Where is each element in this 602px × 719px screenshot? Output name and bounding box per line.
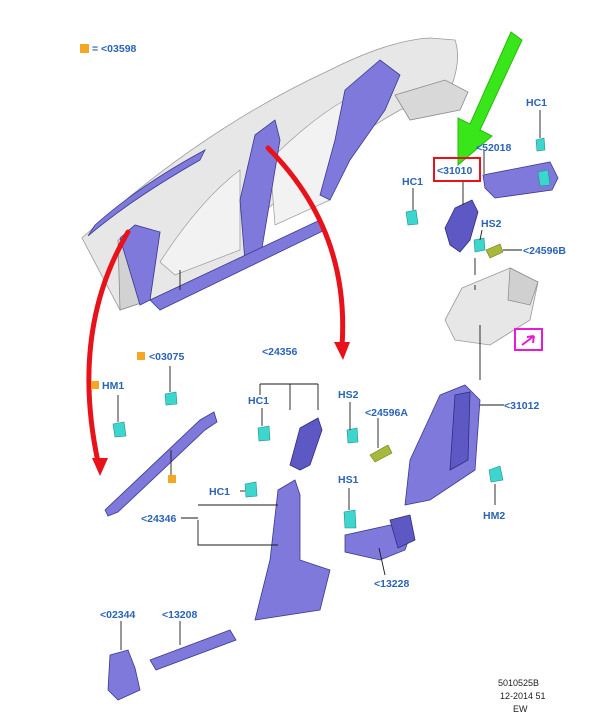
part-31012 [404,384,481,506]
clip-hm2 [488,465,504,483]
red-arrow-left [86,229,131,476]
legend-square-icon [80,44,89,53]
highlight-box-31010 [433,157,481,182]
clip-hs2-mid [346,427,359,444]
clip-hc1-left [405,209,419,226]
label-52018: <52018 [476,142,511,154]
clip-hs1 [343,509,357,529]
clip-hs2-top [473,237,486,253]
label-hm1: HM1 [102,380,124,392]
part-13228 [344,514,416,561]
pad-24596b [485,243,504,259]
label-31012: <31012 [504,400,539,412]
label-24346: <24346 [141,513,176,525]
clip-03075 [164,391,178,406]
part-24346 [254,479,331,621]
label-hc1-mid: HC1 [248,395,269,407]
marker-square-bottom [168,475,176,483]
part-02344 [107,649,141,701]
label-hc1-left: HC1 [402,176,423,188]
magenta-callout-arrow-icon [521,335,535,346]
label-13228: <13228 [374,578,409,590]
part-24356 [289,417,323,471]
label-03075: <03075 [149,351,184,363]
body-frame [81,37,469,311]
green-arrow [457,31,523,167]
marker-square-03075 [137,352,145,360]
clip-hm1 [112,421,127,438]
label-13208: <13208 [162,609,197,621]
label-02344: <02344 [100,609,135,621]
part-13208 [149,629,237,671]
label-hs1: HS1 [338,474,359,486]
clip-hc1-top [535,137,546,152]
legend-text: = <03598 [92,43,137,55]
label-hs2-top: HS2 [481,218,502,230]
label-24596b: <24596B [523,245,566,257]
label-24356: <24356 [262,346,297,358]
label-hs2-mid: HS2 [338,389,359,401]
part-31012-shell [444,267,539,346]
part-trim-hm1 [104,411,218,517]
label-hc1-top: HC1 [526,97,547,109]
clip-hc1-mid [257,425,271,442]
label-hc1-low: HC1 [209,486,230,498]
marker-square-hm1 [91,381,99,389]
part-52018 [482,161,559,199]
label-hm2: HM2 [483,510,505,522]
footer-initials: EW [513,704,528,714]
label-24596a: <24596A [365,407,408,419]
footer-date: 12-2014 51 [500,691,546,701]
clip-hc1-low [244,481,258,498]
label-31010: <31010 [437,165,472,177]
red-arrow-right [265,145,350,360]
footer-code: 5010525B [498,678,539,688]
part-31010 [444,199,479,253]
magenta-callout-box [514,328,543,351]
pad-24596a [369,444,393,463]
